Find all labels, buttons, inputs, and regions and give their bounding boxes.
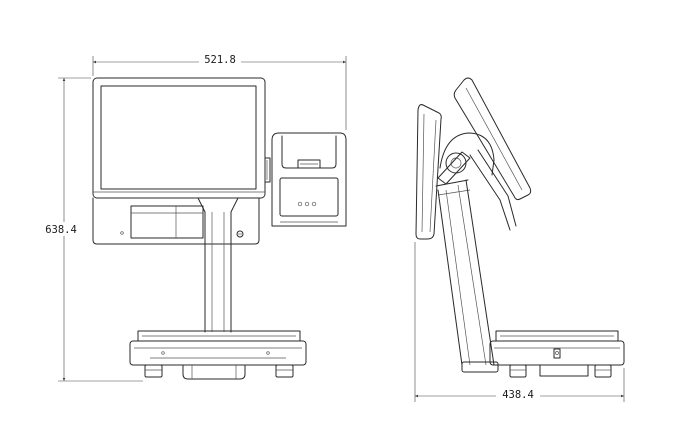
front-base-housing: [92, 197, 260, 245]
front-monitor: [92, 77, 266, 199]
front-view: 521.8 638.4: [45, 53, 347, 382]
width-dimension: 521.8: [92, 53, 347, 130]
side-main-screen: [415, 104, 442, 240]
front-printer: [271, 132, 347, 227]
height-dimension-label: 638.4: [45, 224, 77, 236]
depth-dimension: 438.4: [414, 242, 625, 402]
side-feet: [509, 364, 612, 378]
side-hinge: [435, 132, 517, 231]
side-view: 438.4: [414, 77, 625, 402]
side-customer-screen: [453, 77, 532, 201]
front-feet: [144, 364, 294, 380]
front-platform: [129, 330, 307, 366]
front-pole: [197, 197, 239, 333]
width-dimension-label: 521.8: [204, 54, 236, 66]
front-side-connector: [264, 157, 271, 183]
side-platform: [461, 330, 625, 377]
height-dimension: 638.4: [45, 77, 143, 382]
side-stand: [437, 179, 495, 366]
depth-dimension-label: 438.4: [502, 389, 534, 401]
